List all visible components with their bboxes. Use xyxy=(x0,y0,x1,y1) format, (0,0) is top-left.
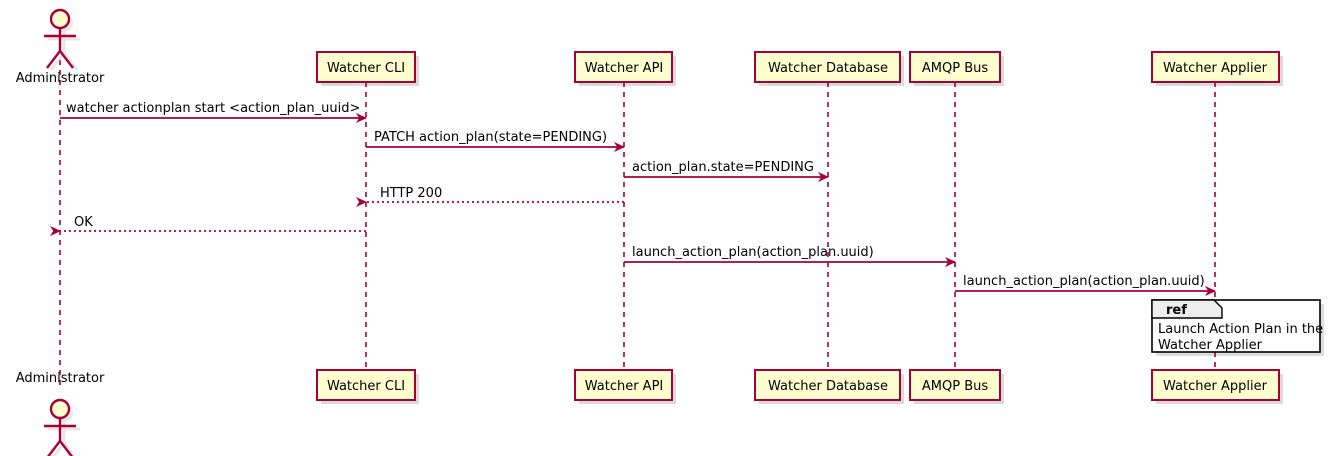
message-label-3: action_plan.state=PENDING xyxy=(632,160,814,175)
participant-label-watcher-api: Watcher API xyxy=(585,379,664,394)
actor-head-icon xyxy=(49,8,71,30)
participant-label-watcher-applier: Watcher Applier xyxy=(1163,61,1268,76)
participant-box[interactable] xyxy=(316,51,416,83)
ref-body-line-2: Watcher Applier xyxy=(1158,338,1263,353)
participant-watcher-api-top[interactable]: Watcher API xyxy=(574,51,673,83)
participant-box[interactable] xyxy=(574,369,673,401)
participant-box[interactable] xyxy=(1151,369,1280,401)
participant-label-amqp-bus: AMQP Bus xyxy=(922,379,988,394)
participant-label-amqp-bus: AMQP Bus xyxy=(922,61,988,76)
participant-watcher-applier-top[interactable]: Watcher Applier xyxy=(1151,51,1280,83)
message-label-5: OK xyxy=(74,215,93,230)
message-label-7: launch_action_plan(action_plan.uuid) xyxy=(963,274,1205,289)
participant-amqp-bus-bottom[interactable]: AMQP Bus xyxy=(909,369,1001,401)
message-label-1: watcher actionplan start <action_plan_uu… xyxy=(66,101,360,116)
participant-label-watcher-api: Watcher API xyxy=(585,61,664,76)
actor-leg-right xyxy=(59,440,73,456)
participant-box[interactable] xyxy=(754,369,901,401)
participant-label-watcher-database: Watcher Database xyxy=(768,61,888,76)
message-label-6: launch_action_plan(action_plan.uuid) xyxy=(632,245,874,260)
message-2: PATCH action_plan(state=PENDING) xyxy=(366,130,625,152)
participant-watcher-database-top[interactable]: Watcher Database xyxy=(754,51,901,83)
actor-leg-r-shadow xyxy=(62,52,79,71)
participant-box[interactable] xyxy=(574,51,673,83)
participant-watcher-database-bottom[interactable]: Watcher Database xyxy=(754,369,901,401)
actor-label-administrator-top: Administrator xyxy=(16,71,105,86)
actor-administrator-bottom[interactable] xyxy=(44,398,80,456)
message-4: HTTP 200 xyxy=(356,186,624,207)
ref-header-tab xyxy=(1151,299,1223,319)
message-label-4: HTTP 200 xyxy=(380,186,442,201)
participant-box[interactable] xyxy=(909,51,1001,83)
participant-label-watcher-cli: Watcher CLI xyxy=(327,61,405,76)
participant-label-watcher-applier: Watcher Applier xyxy=(1163,379,1268,394)
message-3: action_plan.state=PENDING xyxy=(624,160,829,182)
ref-keyword: ref xyxy=(1166,303,1187,318)
participant-box[interactable] xyxy=(909,369,1001,401)
actor-leg-l-shadow xyxy=(49,52,66,71)
participant-watcher-cli-bottom[interactable]: Watcher CLI xyxy=(316,369,416,401)
actor-leg-right xyxy=(59,50,74,69)
ref-body-line-1: Launch Action Plan in the xyxy=(1158,322,1323,337)
participant-amqp-bus-top[interactable]: AMQP Bus xyxy=(909,51,1001,83)
actor-label-administrator-bottom: Administrator xyxy=(16,371,105,386)
actor-head-icon xyxy=(49,398,71,420)
message-label-2: PATCH action_plan(state=PENDING) xyxy=(374,130,607,145)
participant-box[interactable] xyxy=(316,369,416,401)
actor-leg-r-shadow xyxy=(62,442,76,456)
participant-label-watcher-cli: Watcher CLI xyxy=(327,379,405,394)
participant-watcher-api-bottom[interactable]: Watcher API xyxy=(574,369,673,401)
actor-leg-left xyxy=(46,50,61,69)
message-1: watcher actionplan start <action_plan_uu… xyxy=(60,101,367,123)
actor-leg-left xyxy=(47,440,61,456)
participant-watcher-cli-top[interactable]: Watcher CLI xyxy=(316,51,416,83)
participant-box[interactable] xyxy=(754,51,901,83)
message-5: OK xyxy=(50,215,366,236)
message-6: launch_action_plan(action_plan.uuid) xyxy=(624,245,956,267)
participant-box[interactable] xyxy=(1151,51,1280,83)
participant-watcher-applier-bottom[interactable]: Watcher Applier xyxy=(1151,369,1280,401)
message-7: launch_action_plan(action_plan.uuid) xyxy=(955,274,1216,296)
participant-label-watcher-database: Watcher Database xyxy=(768,379,888,394)
actor-administrator-top[interactable] xyxy=(44,8,80,71)
actor-leg-l-shadow xyxy=(52,442,66,456)
